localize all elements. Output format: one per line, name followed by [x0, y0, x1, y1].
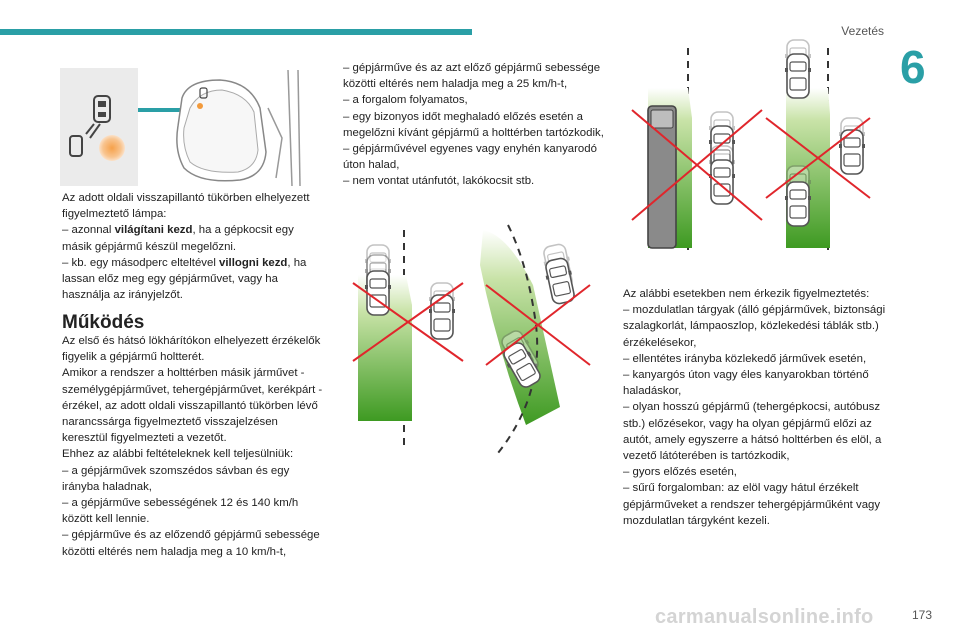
mirror-intro: Az adott oldali visszapillantó tükörben … — [62, 192, 310, 221]
body-paragraph: Az első és hátsó lökhárítókon elhelyezet… — [62, 335, 321, 364]
conditions-continued: – gépjárműve és az azt előző gépjármű se… — [343, 60, 605, 190]
scenario-illustration-right — [631, 39, 871, 253]
no-warning-item: – gyors előzés esetén, — [623, 466, 737, 479]
no-warning-item: – sűrű forgalomban: az elöl vagy hátul é… — [623, 482, 881, 527]
mirror-description: Az adott oldali visszapillantó tükörben … — [62, 190, 324, 303]
car-warning-icon — [69, 95, 111, 157]
body-paragraph: Ehhez az alábbi feltételeknek kell telje… — [62, 448, 294, 461]
page-number: 173 — [911, 608, 932, 622]
section-title: Vezetés — [841, 24, 884, 38]
side-mirror-icon — [176, 69, 301, 187]
condition-item: – gépjárműve és az előzendő gépjármű seb… — [62, 529, 320, 558]
chapter-number: 6 — [900, 41, 926, 93]
mirror-item-1: – azonnal világítani kezd, ha a gépkocsi… — [62, 224, 294, 253]
no-warning-item: – ellentétes irányba közlekedő járművek … — [623, 352, 867, 365]
mirror-item-2: – kb. egy másodperc elteltével villogni … — [62, 256, 307, 302]
mirror-illustration — [60, 68, 301, 187]
body-paragraph: Amikor a rendszer a holttérben másik jár… — [62, 367, 323, 445]
condition-item: – a gépjárműve sebességének 12 és 140 km… — [62, 497, 299, 526]
no-warning-cases: Az alábbi esetekben nem érkezik figyelme… — [623, 286, 891, 529]
section-heading: Működés — [62, 312, 145, 333]
header-accent-bar — [0, 29, 472, 35]
warning-light-icon — [99, 135, 125, 161]
condition-item: – egy bizonyos időt meghaladó előzés ese… — [343, 110, 604, 139]
scenario-illustration-middle — [352, 224, 591, 454]
condition-item: – nem vontat utánfutót, lakókocsit stb. — [343, 175, 535, 188]
no-warning-item: – mozdulatlan tárgyak (álló gépjárművek,… — [623, 304, 886, 349]
condition-item: – a gépjárművek szomszédos sávban és egy… — [62, 464, 290, 493]
operation-body: Az első és hátsó lökhárítókon elhelyezet… — [62, 333, 324, 560]
condition-item: – gépjárműve és az azt előző gépjármű se… — [343, 62, 601, 91]
no-warning-item: – kanyargós úton vagy éles kanyarokban t… — [623, 369, 869, 398]
condition-item: – a forgalom folyamatos, — [343, 94, 468, 107]
condition-item: – gépjárművével egyenes vagy enyhén kany… — [343, 143, 597, 172]
watermark: carmanualsonline.info — [655, 606, 874, 628]
no-warning-intro: Az alábbi esetekben nem érkezik figyelme… — [623, 288, 870, 300]
no-warning-item: – olyan hosszú gépjármű (tehergépkocsi, … — [623, 401, 882, 463]
